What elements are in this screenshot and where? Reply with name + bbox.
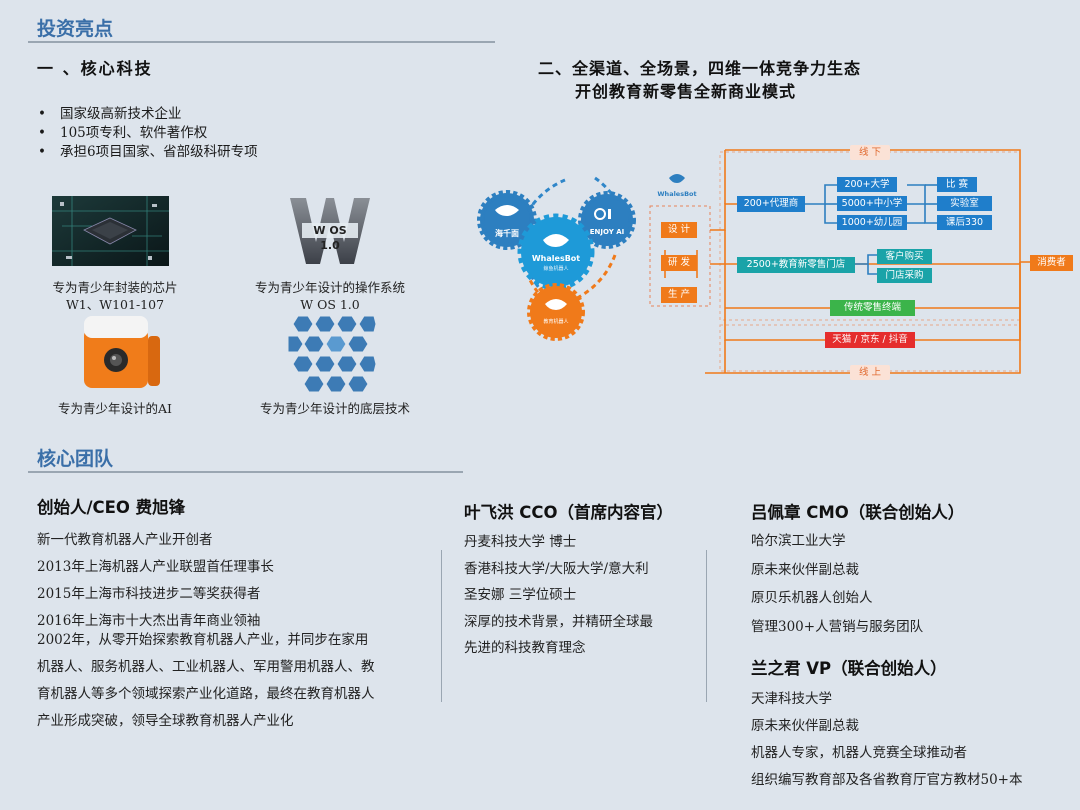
gear-center: [517, 213, 595, 291]
eco-heading-line2: 开创教育新零售全新商业模式: [575, 82, 797, 101]
stage-design: 设 计: [661, 222, 697, 238]
gear-bottom: [527, 283, 585, 341]
school-box: 1000+幼儿园: [837, 215, 907, 230]
stage-rnd: 研 发: [661, 255, 697, 271]
tech-bullet: 105项专利、软件著作权: [36, 124, 258, 143]
school-box: 5000+中小学: [837, 196, 907, 211]
ceo-title: 创始人/CEO 费旭锋: [37, 498, 186, 517]
brand-right: ENJOY AI: [590, 228, 624, 236]
offline-label: 线 下: [850, 145, 890, 160]
gear-left: [477, 190, 537, 250]
cmo-title: 吕佩章 CMO（联合创始人）: [751, 503, 965, 522]
section-rule: [28, 471, 463, 473]
section-title-highlights: 投资亮点: [37, 18, 114, 40]
use-box: 课后330: [937, 215, 992, 230]
ceo-lines: 新一代教育机器人产业开创者 2013年上海机器人产业联盟首任理事长 2015年上…: [37, 532, 274, 629]
ai-caption: 专为青少年设计的AI: [58, 401, 172, 416]
column-divider: [441, 550, 442, 702]
wos-label: W OS 1.0: [302, 223, 358, 252]
agents-box: 200+代理商: [737, 196, 805, 212]
stores-box: 2500+教育新零售门店: [737, 257, 855, 273]
use-box: 实验室: [937, 196, 992, 211]
online-label: 线 上: [850, 365, 890, 380]
hex-tech-image: [287, 314, 377, 393]
store-use-box: 门店采购: [877, 268, 932, 283]
vp-lines: 天津科技大学 原未来伙伴副总裁 机器人专家，机器人竞赛全球推动者 组织编写教育部…: [751, 691, 1023, 788]
whale-logo-icon: [669, 174, 685, 183]
section-rule: [28, 41, 495, 43]
brand-center-sub: 鲸鱼机器人: [543, 265, 568, 272]
stage-box: [649, 205, 711, 307]
column-divider: [706, 550, 707, 702]
section-title-team: 核心团队: [37, 448, 114, 470]
consumer-box: 消费者: [1030, 255, 1073, 271]
os-caption: 专为青少年设计的操作系统 W OS 1.0: [254, 280, 405, 312]
hex-caption: 专为青少年设计的底层技术: [259, 401, 410, 416]
use-box: 比 赛: [937, 177, 977, 192]
chip-caption: 专为青少年封装的芯片 W1、W101-107: [52, 280, 178, 312]
retail-box: 传统零售终端: [830, 300, 915, 316]
gear-right: [578, 191, 636, 249]
cycle-arc: [594, 176, 625, 216]
tech-bullet: 承担6项目国家、省部级科研专项: [36, 143, 258, 162]
brand-left: 海千面: [495, 228, 519, 238]
cco-title: 叶飞洪 CCO（首席内容官）: [464, 503, 673, 522]
tech-bullet-list: 国家级高新技术企业 105项专利、软件著作权 承担6项目国家、省部级科研专项: [36, 105, 258, 162]
ecosystem-diagram: 海千面 ENJOY AI WhalesBot 鲸鱼机器人 教育机器人 Whale…: [477, 149, 1030, 374]
tech-heading: 一 、核心科技: [37, 59, 153, 78]
brand-center: WhalesBot: [532, 254, 580, 263]
online-box: [719, 324, 1021, 372]
ecommerce-box: 天猫 / 京东 / 抖音: [825, 332, 915, 348]
whalesbot-logo-text: WhalesBot: [657, 190, 696, 198]
vp-title: 兰之君 VP（联合创始人）: [751, 659, 947, 678]
tech-bullet: 国家级高新技术企业: [36, 105, 258, 124]
eco-heading-line1: 二、全渠道、全场景，四维一体竞争力生态: [538, 59, 862, 78]
chip-image: [52, 196, 169, 266]
stage-production: 生 产: [661, 287, 697, 303]
ai-device-image: [78, 308, 166, 393]
cmo-lines: 哈尔滨工业大学 原未来伙伴副总裁 原贝乐机器人创始人 管理300+人营销与服务团…: [751, 533, 924, 635]
wos-logo: W OS 1.0: [288, 196, 372, 266]
cco-lines: 丹麦科技大学 博士 香港科技大学/大阪大学/意大利 圣安娜 三学位硕士 深厚的技…: [464, 534, 653, 656]
ceo-paragraph: 2002年，从零开始探索教育机器人产业，并同步在家用 机器人、服务机器人、工业机…: [37, 632, 375, 729]
brand-bottom-sub: 教育机器人: [543, 318, 568, 325]
school-box: 200+大学: [837, 177, 897, 192]
store-use-box: 客户购买: [877, 249, 932, 264]
